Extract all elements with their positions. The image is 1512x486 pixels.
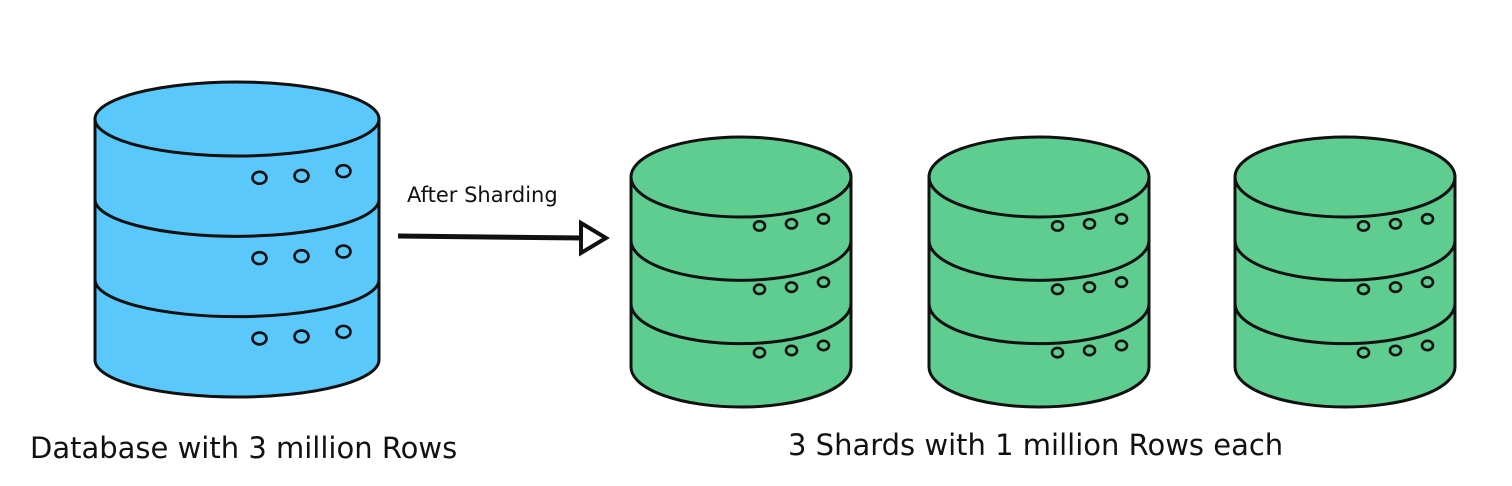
indicator-light-icon: [1050, 346, 1065, 359]
indicator-light-icon: [1420, 212, 1435, 225]
indicator-light-icon: [1356, 346, 1371, 359]
indicator-light-icon: [784, 217, 799, 230]
cylinder-band: [629, 240, 853, 282]
indicator-light-icon: [1356, 219, 1371, 232]
source-caption: Database with 3 million Rows: [30, 431, 457, 465]
indicator-light-icon: [1388, 281, 1403, 294]
indicator-light-icon: [1114, 339, 1129, 352]
shard-1-database-icon: [629, 135, 853, 409]
indicator-light-icon: [816, 212, 831, 225]
cylinder-band: [93, 199, 381, 238]
indicator-light-icon: [1388, 217, 1403, 230]
indicator-light-icon: [1082, 281, 1097, 294]
shard-2-database-icon: [927, 135, 1151, 409]
cylinder-top: [927, 135, 1151, 219]
cylinder-band: [1233, 240, 1457, 282]
cylinder-band: [93, 279, 381, 319]
indicator-light-icon: [1420, 339, 1435, 352]
cylinder-band: [927, 240, 1151, 282]
indicator-light-icon: [335, 324, 352, 340]
cylinder-top: [93, 80, 381, 158]
indicator-light-icon: [752, 283, 767, 296]
indicator-light-icon: [816, 339, 831, 352]
indicator-light-icon: [251, 170, 268, 186]
indicator-light-icon: [1420, 276, 1435, 289]
cylinder-top: [629, 135, 853, 219]
indicator-light-icon: [1050, 283, 1065, 296]
cylinder-body: [93, 117, 381, 399]
indicator-light-icon: [784, 344, 799, 357]
arrow-label: After Sharding: [407, 183, 558, 207]
indicator-light-icon: [1082, 344, 1097, 357]
arrow-right-icon: [397, 219, 610, 257]
cylinder-top: [1233, 135, 1457, 219]
indicator-light-icon: [293, 248, 310, 264]
indicator-light-icon: [335, 163, 352, 179]
shards-caption: 3 Shards with 1 million Rows each: [788, 428, 1283, 462]
indicator-light-icon: [1082, 217, 1097, 230]
indicator-light-icon: [752, 346, 767, 359]
indicator-light-icon: [335, 244, 352, 259]
cylinder-band: [927, 303, 1151, 346]
indicator-light-icon: [1114, 212, 1129, 225]
arrow-shaft: [397, 233, 584, 241]
shard-3-database-icon: [1233, 135, 1457, 409]
indicator-light-icon: [293, 329, 310, 344]
indicator-light-icon: [1050, 219, 1065, 232]
indicator-light-icon: [752, 219, 767, 232]
cylinder-band: [1233, 303, 1457, 346]
indicator-light-icon: [784, 281, 799, 294]
indicator-light-icon: [1114, 276, 1129, 289]
cylinder-band: [629, 303, 853, 346]
indicator-light-icon: [816, 276, 831, 289]
source-database-icon: [93, 80, 381, 399]
indicator-light-icon: [251, 331, 268, 346]
indicator-light-icon: [251, 250, 268, 266]
indicator-light-icon: [1356, 283, 1371, 296]
indicator-light-icon: [293, 168, 310, 184]
arrow-head: [579, 219, 610, 257]
indicator-light-icon: [1388, 344, 1403, 357]
